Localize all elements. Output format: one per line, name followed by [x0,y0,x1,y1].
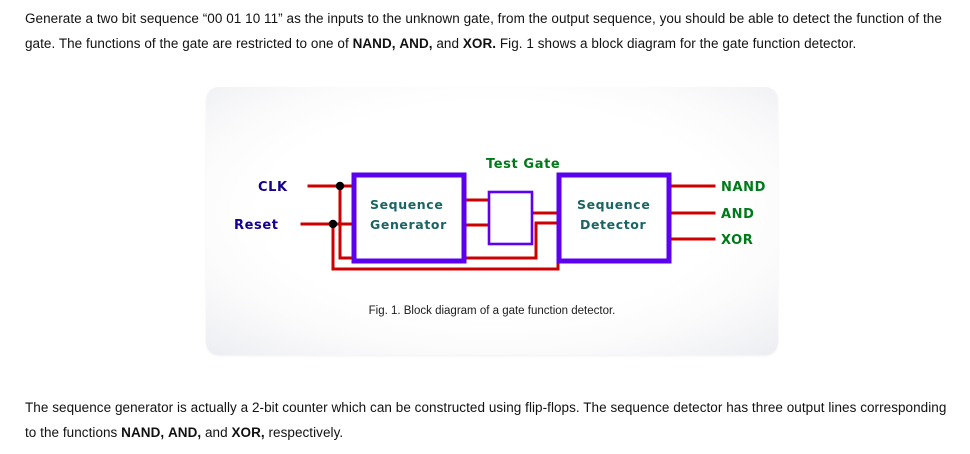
junction-dot-reset [328,219,338,229]
closing-paragraph: The sequence generator is actually a 2-b… [25,395,950,445]
sequence-detector-block[interactable] [556,172,672,264]
sequence-generator-block[interactable] [351,172,467,264]
closing-bold-xor: XOR, [231,425,265,440]
detector-label-line1: Sequence [577,197,650,212]
label-output-xor: XOR [721,233,753,248]
intro-bold-and: AND, [399,36,433,51]
closing-text-seg1: The sequence generator is actually a 2-b… [25,400,947,440]
test-gate-block[interactable] [487,190,534,246]
figure-caption: Fig. 1. Block diagram of a gate function… [368,305,616,317]
closing-text-seg4: respectively. [264,425,344,440]
intro-paragraph: Generate a two bit sequence “00 01 10 11… [25,6,950,56]
junction-dot-clk [335,181,345,191]
block-diagram: CLK Reset Test Gate Sequence Generator S… [234,157,766,271]
generator-label-line2: Generator [370,217,447,232]
figure-panel: CLK Reset Test Gate Sequence Generator S… [206,87,778,355]
label-output-and: AND [721,207,755,222]
wire-group [300,184,716,271]
label-output-nand: NAND [721,180,766,195]
label-clk: CLK [258,180,288,195]
generator-label-line1: Sequence [370,197,443,212]
detector-label-line2: Detector [580,217,646,232]
intro-text-seg1: Generate a two bit sequence “00 01 10 11… [25,11,942,51]
closing-text-seg3: and [201,425,232,440]
wire-clk-feedback [338,184,561,260]
intro-text-seg4: Fig. 1 shows a block diagram for the gat… [496,36,857,51]
closing-bold-nand: NAND, [121,425,165,440]
label-reset: Reset [234,218,279,233]
closing-bold-and: AND, [167,425,202,440]
label-test-gate: Test Gate [486,157,560,172]
intro-bold-nand: NAND, [352,36,396,51]
intro-bold-xor: XOR. [462,36,497,51]
intro-text-seg3: and [432,36,463,51]
